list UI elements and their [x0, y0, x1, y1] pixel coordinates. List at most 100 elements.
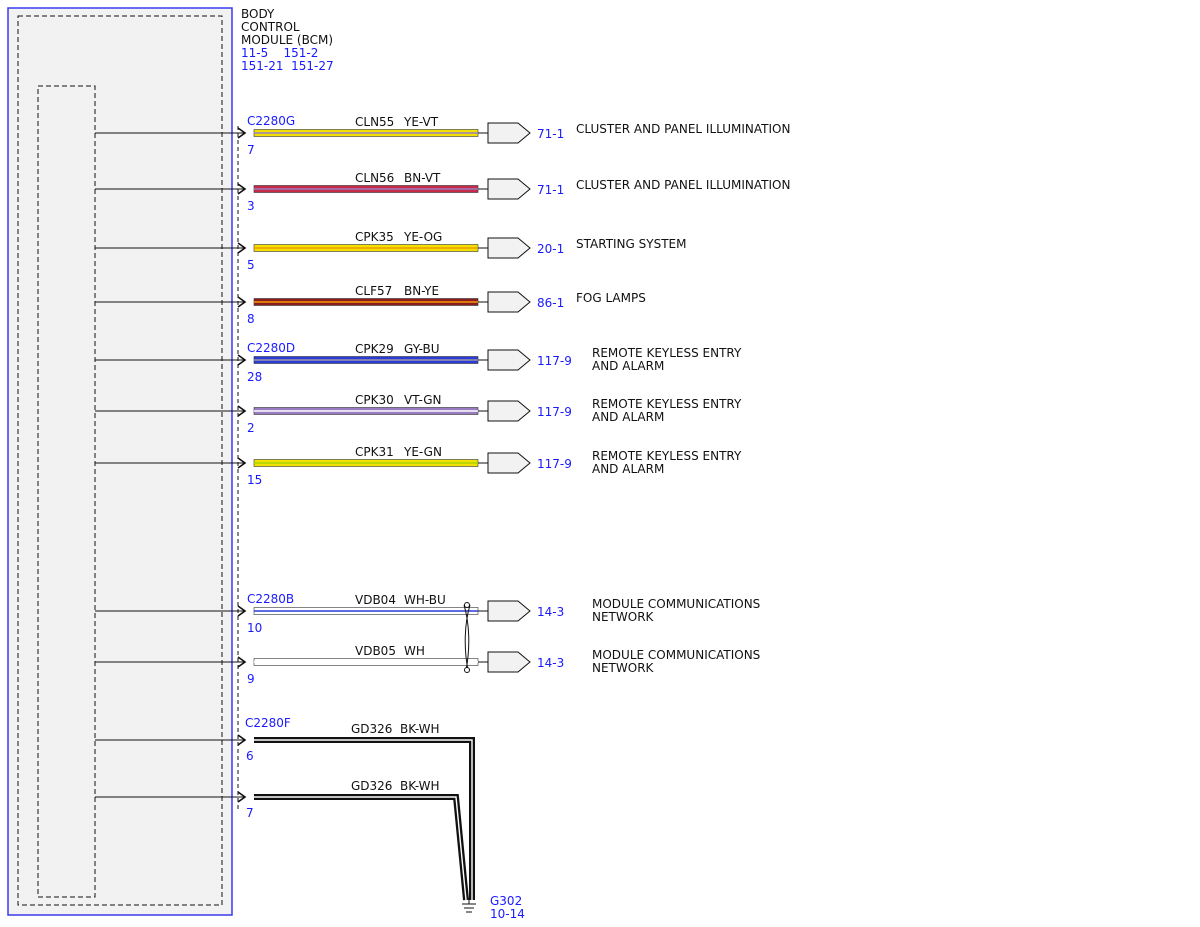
destination-label: STARTING SYSTEM [576, 237, 686, 251]
ground-wire-body[interactable] [254, 794, 469, 901]
wire-color-code: YE-GN [403, 445, 442, 459]
ground-wire-stripe [254, 739, 473, 900]
ground-wire-stripe [254, 796, 467, 901]
destination-label: CLUSTER AND PANEL ILLUMINATION [576, 122, 790, 136]
pin-arrow-icon [237, 127, 247, 139]
wire-cln55[interactable]: C2280G 7 CLN55 YE-VT 71-1 CLUSTER AND PANEL I… [95, 114, 790, 157]
pin-number: 9 [247, 672, 255, 686]
pin-arrow-icon [237, 354, 247, 366]
wire-color-code: WH-BU [404, 593, 446, 607]
destination-label: REMOTE KEYLESS ENTRY [592, 397, 742, 411]
destination-ref[interactable]: 117-9 [537, 457, 572, 471]
destination-connector-icon[interactable] [487, 178, 531, 200]
wire-color-code: YE-VT [403, 115, 439, 129]
pin-number: 2 [247, 421, 255, 435]
twist-end [464, 667, 470, 673]
pin-number: 28 [247, 370, 262, 384]
destination-ref[interactable]: 86-1 [537, 296, 564, 310]
destination-connector-icon[interactable] [487, 291, 531, 313]
destination-connector-icon[interactable] [487, 122, 531, 144]
circuit-name: VDB04 [355, 593, 396, 607]
wire-color-code: BN-YE [404, 284, 439, 298]
module-title-line-3: MODULE (BCM) [241, 33, 333, 47]
pin-arrow-icon [237, 296, 247, 308]
pin-number: 7 [246, 806, 254, 820]
wire-clf57[interactable]: 8 CLF57 BN-YE 86-1 FOG LAMPS [95, 284, 646, 326]
destination-connector-icon[interactable] [487, 349, 531, 371]
pin-number: 3 [247, 199, 255, 213]
destination-ref[interactable]: 71-1 [537, 127, 564, 141]
circuit-name: VDB05 [355, 644, 396, 658]
twisted-pair-marker [464, 604, 471, 671]
destination-label: AND ALARM [592, 410, 664, 424]
destination-label: NETWORK [592, 661, 655, 675]
ground-wire-2[interactable]: 7 GD326 BK-WH [95, 779, 469, 901]
connector-label[interactable]: C2280B [247, 592, 294, 606]
destination-label: MODULE COMMUNICATIONS [592, 597, 760, 611]
twist-end [464, 602, 470, 608]
module-ref-line-2[interactable]: 151-21 151-27 [241, 59, 334, 73]
destination-ref[interactable]: 71-1 [537, 183, 564, 197]
destination-ref[interactable]: 117-9 [537, 354, 572, 368]
connector-label[interactable]: C2280F [245, 716, 291, 730]
destination-label: CLUSTER AND PANEL ILLUMINATION [576, 178, 790, 192]
destination-ref[interactable]: 14-3 [537, 605, 564, 619]
pin-number: 8 [247, 312, 255, 326]
pin-number: 5 [247, 258, 255, 272]
ground-ref[interactable]: 10-14 [490, 907, 525, 921]
ground-name[interactable]: G302 [490, 894, 522, 908]
pin-arrow-icon [237, 734, 247, 746]
wire-color-code: BK-WH [400, 722, 440, 736]
pin-arrow-icon [237, 183, 247, 195]
destination-ref[interactable]: 20-1 [537, 242, 564, 256]
pin-number: 15 [247, 473, 262, 487]
pin-arrow-icon [237, 242, 247, 254]
circuit-name: CLF57 [355, 284, 392, 298]
circuit-name: CLN55 [355, 115, 394, 129]
destination-label: NETWORK [592, 610, 655, 624]
wire-color-code: YE-OG [403, 230, 442, 244]
destination-connector-icon[interactable] [487, 452, 531, 474]
bcm-module-box [7, 7, 233, 916]
destination-connector-icon[interactable] [487, 600, 531, 622]
module-ref-line-1[interactable]: 11-5 151-2 [241, 46, 318, 60]
pin-number: 7 [247, 143, 255, 157]
destination-connector-icon[interactable] [487, 237, 531, 259]
pin-arrow-icon [237, 791, 247, 803]
pin-arrow-icon [237, 457, 247, 469]
destination-label: FOG LAMPS [576, 291, 646, 305]
connector-label[interactable]: C2280D [247, 341, 295, 355]
destination-connector-icon[interactable] [487, 400, 531, 422]
destination-ref[interactable]: 117-9 [537, 405, 572, 419]
wire-color-code: VT-GN [404, 393, 441, 407]
module-title-line-2: CONTROL [241, 20, 300, 34]
pin-arrow-icon [237, 656, 247, 668]
destination-ref[interactable]: 14-3 [537, 656, 564, 670]
circuit-name: GD326 [351, 722, 392, 736]
pin-arrow-icon [237, 605, 247, 617]
destination-label: AND ALARM [592, 359, 664, 373]
ground-symbol-icon[interactable] [462, 898, 476, 913]
pin-number: 6 [246, 749, 254, 763]
bcm-internal-circuit [37, 85, 96, 898]
pin-arrow-icon [237, 405, 247, 417]
wire-color-code: BK-WH [400, 779, 440, 793]
destination-connector-icon[interactable] [487, 651, 531, 673]
wire-color-code: GY-BU [404, 342, 440, 356]
connector-label[interactable]: C2280G [247, 114, 295, 128]
circuit-name: GD326 [351, 779, 392, 793]
ground-wire-body[interactable] [254, 737, 475, 900]
circuit-name: CPK29 [355, 342, 394, 356]
wire-color-code: WH [404, 644, 425, 658]
